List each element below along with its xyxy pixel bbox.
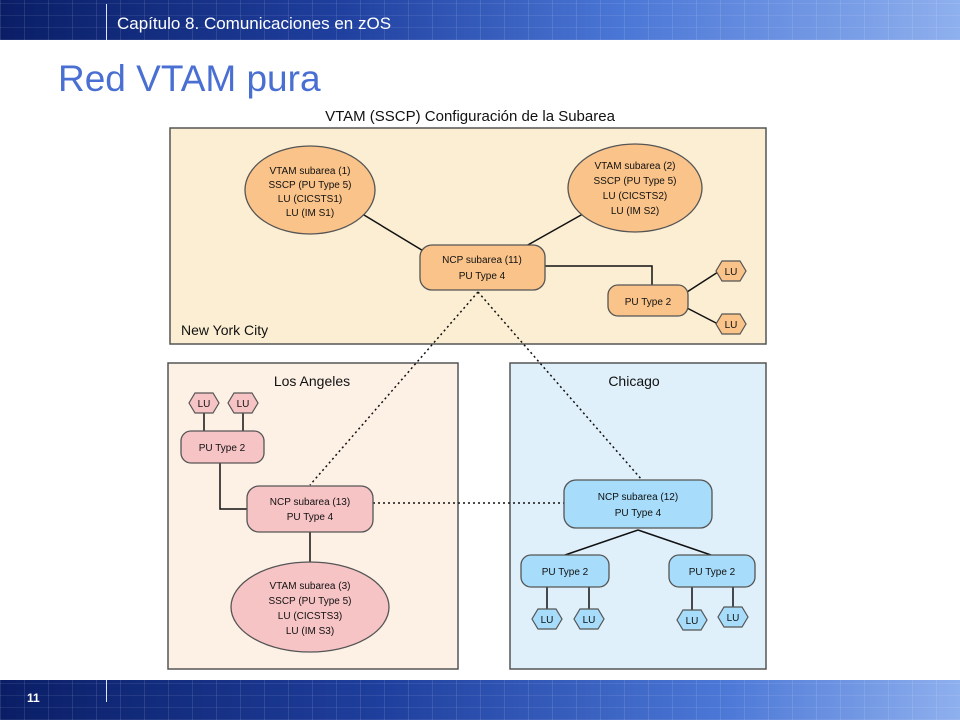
svg-text:NCP subarea (13): NCP subarea (13) [270, 497, 350, 508]
svg-text:LU: LU [725, 320, 738, 331]
dotted-links [309, 291, 643, 504]
node-chi-lu-3: LU [676, 609, 708, 631]
svg-text:SSCP (PU Type 5): SSCP (PU Type 5) [269, 180, 352, 191]
node-chi-lu-4: LU [717, 606, 749, 628]
footer-bar: 11 [0, 680, 960, 720]
page-number: 11 [27, 691, 40, 705]
node-vtam-subarea-1: VTAM subarea (1) SSCP (PU Type 5) LU (CI… [244, 145, 376, 235]
chapter-title: Capítulo 8. Comunicaciones en zOS [117, 14, 392, 33]
svg-text:LU (IM S2): LU (IM S2) [611, 206, 659, 217]
region-label-los-angeles: Los Angeles [274, 373, 350, 389]
header-divider [106, 4, 107, 40]
footer-grid-pattern [0, 680, 960, 720]
svg-text:LU: LU [725, 267, 738, 278]
node-ny-lu-b: LU [715, 313, 747, 335]
svg-text:LU (IM S3): LU (IM S3) [286, 626, 334, 637]
svg-text:PU Type 4: PU Type 4 [615, 508, 662, 519]
node-chi-pu-type-2-right: PU Type 2 [668, 554, 756, 588]
node-la-pu-type-2: PU Type 2 [180, 430, 265, 464]
svg-text:LU (IM S1): LU (IM S1) [286, 208, 334, 219]
svg-text:LU: LU [237, 399, 250, 410]
header-bar: Capítulo 8. Comunicaciones en zOS [0, 0, 960, 40]
slide-title: Red VTAM pura [58, 58, 321, 99]
footer-divider [106, 680, 107, 702]
svg-text:PU Type 2: PU Type 2 [689, 567, 736, 578]
svg-text:LU: LU [198, 399, 211, 410]
node-la-lu-b: LU [227, 392, 259, 414]
svg-text:PU Type 4: PU Type 4 [459, 271, 506, 282]
node-ncp-subarea-11: NCP subarea (11) PU Type 4 [419, 244, 546, 291]
svg-text:PU Type 2: PU Type 2 [199, 443, 246, 454]
svg-text:LU: LU [541, 615, 554, 626]
svg-text:PU Type 2: PU Type 2 [625, 297, 672, 308]
svg-text:LU: LU [686, 616, 699, 627]
svg-text:VTAM subarea (3): VTAM subarea (3) [270, 581, 351, 592]
node-ncp-subarea-12: NCP subarea (12) PU Type 4 [563, 479, 713, 529]
node-vtam-subarea-3: VTAM subarea (3) SSCP (PU Type 5) LU (CI… [230, 561, 390, 653]
node-ncp-subarea-13: NCP subarea (13) PU Type 4 [246, 485, 374, 533]
svg-text:NCP subarea (12): NCP subarea (12) [598, 492, 678, 503]
svg-text:PU Type 2: PU Type 2 [542, 567, 589, 578]
svg-text:NCP subarea (11): NCP subarea (11) [442, 255, 522, 266]
svg-text:SSCP (PU Type 5): SSCP (PU Type 5) [594, 176, 677, 187]
region-label-new-york: New York City [181, 322, 268, 338]
node-ny-pu-type-2: PU Type 2 [607, 284, 689, 317]
svg-text:PU Type 4: PU Type 4 [287, 512, 334, 523]
node-ny-lu-a: LU [715, 260, 747, 282]
svg-text:LU (CICSTS1): LU (CICSTS1) [278, 194, 342, 205]
node-chi-lu-2: LU [573, 608, 605, 630]
region-label-chicago: Chicago [608, 373, 660, 389]
svg-text:LU: LU [727, 613, 740, 624]
node-vtam-subarea-2: VTAM subarea (2) SSCP (PU Type 5) LU (CI… [567, 143, 703, 233]
svg-text:LU: LU [583, 615, 596, 626]
svg-text:VTAM subarea (2): VTAM subarea (2) [595, 161, 676, 172]
solid-links [203, 209, 734, 610]
node-chi-lu-1: LU [531, 608, 563, 630]
svg-text:VTAM subarea (1): VTAM subarea (1) [270, 166, 351, 177]
svg-text:LU (CICSTS2): LU (CICSTS2) [603, 191, 667, 202]
diagram-title: VTAM (SSCP) Configuración de la Subarea [325, 108, 616, 125]
node-la-lu-a: LU [188, 392, 220, 414]
node-chi-pu-type-2-left: PU Type 2 [520, 554, 610, 588]
header-grid-pattern [0, 0, 960, 40]
svg-text:LU (CICSTS3): LU (CICSTS3) [278, 611, 342, 622]
svg-text:SSCP (PU Type 5): SSCP (PU Type 5) [269, 596, 352, 607]
